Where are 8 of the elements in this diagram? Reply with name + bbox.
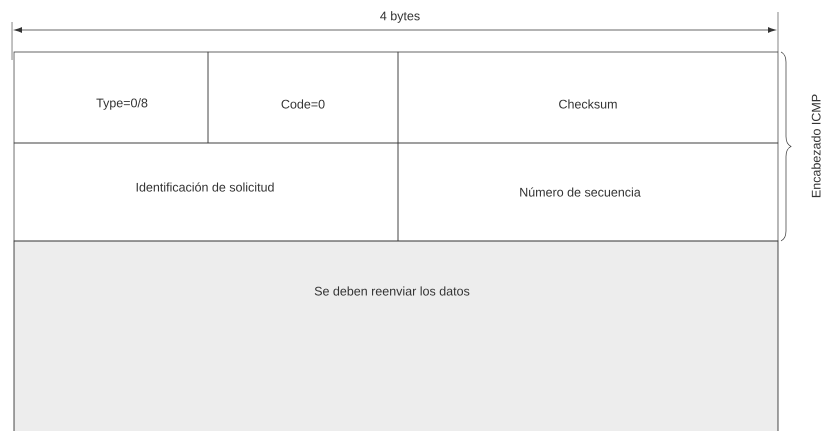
field-cell: Número de secuencia xyxy=(398,142,778,242)
field-cell: Checksum xyxy=(398,52,778,144)
dimension-label: 4 bytes xyxy=(378,10,422,24)
field-cell: Identificación de solicitud xyxy=(14,142,398,242)
brace-label: Encabezado ICMP xyxy=(811,94,821,198)
field-cell: Type=0/8 xyxy=(14,52,208,144)
field-cell: Code=0 xyxy=(208,52,398,144)
data-area: Se deben reenviar los datos xyxy=(14,240,778,431)
